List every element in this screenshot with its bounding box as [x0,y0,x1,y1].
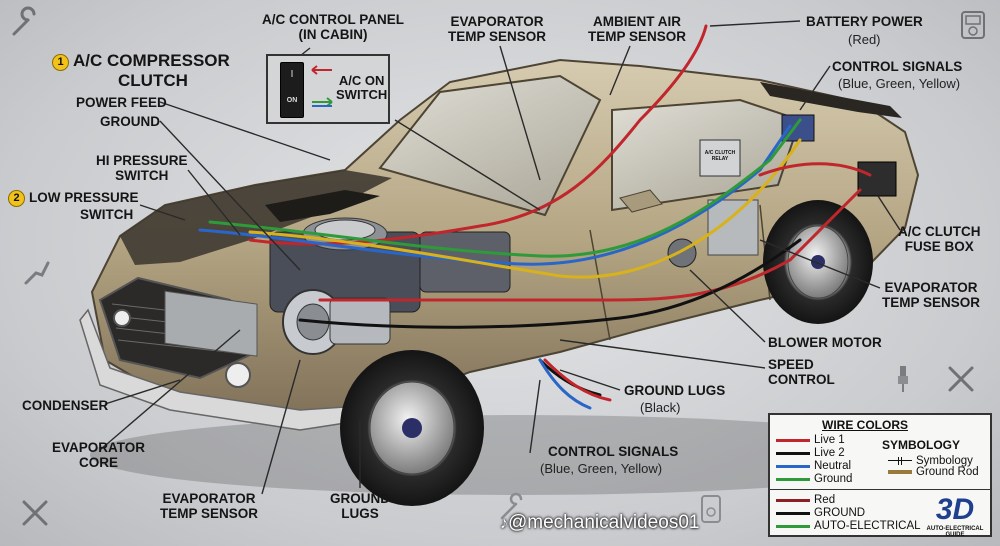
legend-swatch-auto [776,525,810,528]
spark-plug-icon [24,261,50,285]
legend-title: WIRE COLORS [822,418,908,432]
legend-live1: Live 1 [814,434,845,446]
wrench-icon [12,6,36,36]
battery-power-sub: (Red) [848,32,881,47]
wrench-icon-bottom [500,492,523,520]
legend-divider [770,489,990,490]
symbology-item-2: Ground Rod [916,466,979,478]
panel-arrows [311,65,333,107]
wire-signals-low-2 [543,358,612,402]
car-shadow [90,415,950,495]
windshield [378,74,602,217]
symbology-item-1: Symbology [916,455,973,467]
tiktok-icon: ♪ [500,515,508,532]
fuse-box [857,161,897,197]
wire-blue [198,124,792,266]
legend-swatch-live1 [776,439,810,442]
evaporator-box [707,199,759,256]
wire-green [208,118,802,258]
wiring-harness [198,24,872,410]
legend-swatch-ground2 [776,512,810,515]
wire-black [298,238,802,329]
headlight-right [113,309,131,327]
condenser [164,290,258,357]
watermark: ♪@mechanicalvideos01 [500,512,700,533]
wire-red-lower [318,188,862,302]
legend-swatch-neutral [776,465,810,468]
blower-motor-label: BLOWER MOTOR [768,335,882,350]
ac-switch[interactable]: I ON [280,62,304,118]
rear-spoiler [760,82,902,118]
hood-scoop [265,190,380,222]
switch-off-mark: I [290,69,294,80]
tools-icon [948,366,974,392]
relay-box [699,139,741,177]
headlight-left [225,362,251,388]
legend-auto-electrical: AUTO-ELECTRICAL [814,520,921,532]
relay-tag: A/C CLUTCH RELAY [704,150,736,162]
blower-motor [667,238,697,268]
ground-lugs-right-sub: (Black) [640,400,681,415]
meter-icon [961,11,985,39]
symbology-title: SYMBOLOGY [882,438,961,452]
symbology-symbol-icon [888,457,912,465]
legend-swatch-ground [776,478,810,481]
legend-ground: Ground [814,473,853,485]
spark-plug-icon-right [898,366,908,392]
ground-rod-icon [888,470,912,474]
condenser-label: CONDENSER [22,398,109,413]
wire-colors-legend: WIRE COLORS Live 1 Live 2 Neutral Ground… [768,413,992,537]
wire-signals-low [538,358,592,410]
control-signals-bottom-sub: (Blue, Green, Yellow) [540,461,663,476]
control-signals-top-label: CONTROL SIGNALS [832,59,963,74]
legend-swatch-live2 [776,452,810,455]
tools-icon-bottom [22,500,48,526]
wire-red-2 [758,162,872,177]
side-mirror [619,189,663,213]
brand-logo-3d: 3D [935,493,975,526]
rear-wheel [763,200,873,324]
legend-ground2: GROUND [814,507,866,519]
switch-on-mark: ON [286,97,298,104]
legend-red: Red [814,494,836,506]
hood [120,170,392,265]
control-signals-top-sub: (Blue, Green, Yellow) [838,76,961,91]
leader-lines [99,20,901,495]
multimeter-icon [701,495,721,523]
brand-tagline: AUTO-ELECTRICAL GUIDE [926,526,984,538]
ground-lugs-right-label: GROUND LUGS [624,383,726,398]
ground-label: GROUND [100,114,160,129]
number-badge-1: 1 [52,54,69,71]
wire-yellow [248,138,802,279]
front-wheel [340,350,484,506]
power-feed-label: POWER FEED [76,95,167,110]
legend-neutral: Neutral [814,460,852,472]
brand-logo: 3D AUTO-ELECTRICAL GUIDE [922,493,988,539]
legend-live2: Live 2 [814,447,845,459]
ac-control-panel-label: A/C CONTROL PANEL(IN CABIN) [262,12,405,42]
control-signals-bottom-label: CONTROL SIGNALS [548,444,679,459]
battery-power-label: BATTERY POWER [806,14,923,29]
number-badge-2: 2 [8,190,25,207]
legend-swatch-red [776,499,810,502]
